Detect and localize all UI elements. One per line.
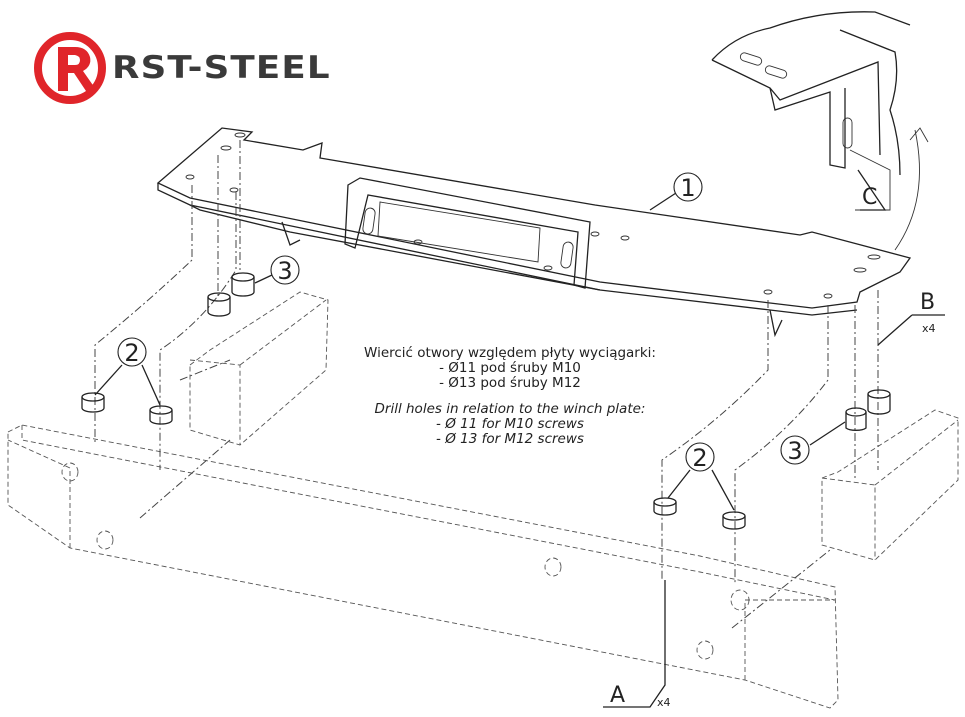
- detail-b-qty: x4: [922, 322, 936, 335]
- note-en-title: Drill holes in relation to the winch pla…: [374, 401, 646, 417]
- callout-2-left: 2: [124, 339, 139, 367]
- note-pl-line2: - Ø13 pod śruby M12: [439, 375, 581, 391]
- spacers: [81, 272, 891, 530]
- rst-logo-icon: [34, 32, 106, 104]
- callout-balloon-3-left: [270, 255, 300, 285]
- detail-a-qty: x4: [657, 696, 671, 709]
- callout-1: 1: [680, 174, 695, 202]
- detail-c-view: [711, 11, 929, 251]
- callout-balloon-1: [673, 172, 703, 202]
- callout-balloon-3-right: [780, 435, 810, 465]
- detail-a-label: A: [610, 683, 625, 708]
- detail-b-label: B: [920, 290, 935, 315]
- note-en-line1: - Ø 11 for M10 screws: [436, 416, 584, 432]
- note-en-line2: - Ø 13 for M12 screws: [436, 431, 584, 447]
- note-pl-title: Wiercić otwory względem płyty wyciągarki…: [364, 345, 656, 361]
- callout-3-left: 3: [277, 257, 292, 285]
- brand-name: RST-STEEL: [112, 50, 331, 86]
- callout-3-right: 3: [787, 437, 802, 465]
- callout-balloon-2-left: [117, 337, 147, 367]
- leader-lines: [94, 169, 945, 708]
- bumper-beam: [7, 291, 959, 709]
- winch-plate: [156, 127, 912, 338]
- callout-2-right: 2: [692, 444, 707, 472]
- drilling-note: Wiercić otwory względem płyty wyciągarki…: [330, 346, 690, 447]
- detail-c-label: C: [862, 185, 877, 210]
- note-pl-line1: - Ø11 pod śruby M10: [439, 360, 581, 376]
- callout-balloon-2-right: [685, 442, 715, 472]
